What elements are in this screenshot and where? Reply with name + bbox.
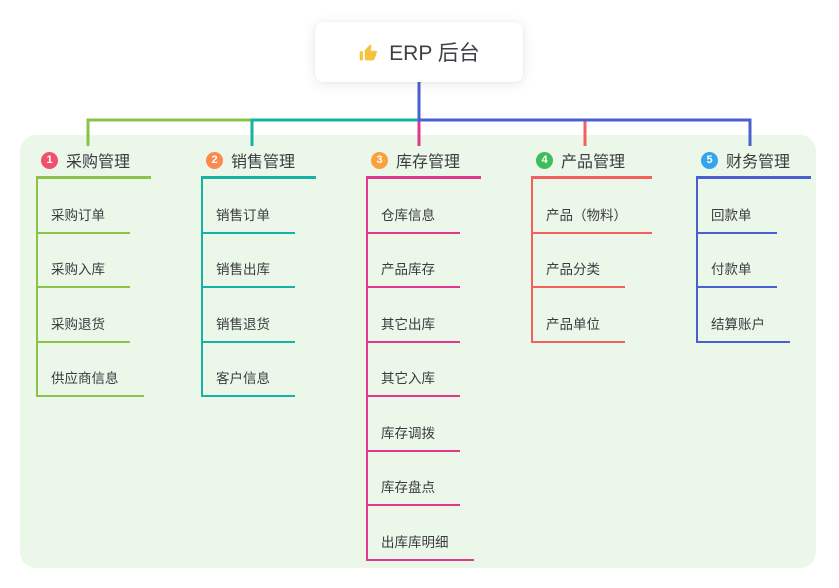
- branch-items: 产品（物料） 产品分类产品单位: [531, 179, 652, 343]
- mindmap-leaf-node: 采购入库: [38, 234, 151, 288]
- leaf-node-label[interactable]: 其它入库: [368, 367, 460, 397]
- mindmap-leaf-node: 回款单: [698, 179, 811, 234]
- leaf-node-label[interactable]: 库存调拨: [368, 422, 460, 452]
- branches-background-panel: [20, 135, 816, 568]
- mindmap-leaf-node: 采购退货: [38, 288, 151, 343]
- branch-title-node[interactable]: 2 销售管理: [201, 146, 316, 179]
- mindmap-leaf-node: 客户信息: [203, 343, 316, 397]
- branch-number-badge: 3: [371, 151, 388, 169]
- branch-title-label: 销售管理: [231, 154, 296, 171]
- leaf-node-label[interactable]: 采购入库: [38, 258, 130, 288]
- mindmap-leaf-node: 库存盘点: [368, 452, 481, 506]
- branch-number-badge: 4: [536, 151, 553, 169]
- leaf-node-label[interactable]: 库存盘点: [368, 476, 460, 506]
- mindmap-leaf-node: 付款单: [698, 234, 811, 288]
- leaf-node-label[interactable]: 产品分类: [533, 258, 625, 288]
- leaf-node-label[interactable]: 回款单: [698, 204, 777, 234]
- branch-销售管理: 2 销售管理销售订单销售出库销售退货客户信息: [201, 146, 316, 397]
- mindmap-leaf-node: 产品单位: [533, 288, 652, 343]
- mindmap-leaf-node: 出库库明细: [368, 506, 481, 561]
- branch-产品管理: 4 产品管理产品（物料） 产品分类产品单位: [531, 146, 652, 343]
- branch-items: 回款单付款单结算账户: [696, 179, 811, 343]
- branch-title-label: 财务管理: [726, 154, 791, 171]
- leaf-node-label[interactable]: 出库库明细: [368, 531, 474, 561]
- branch-title-label: 产品管理: [561, 154, 626, 171]
- leaf-node-label[interactable]: 销售出库: [203, 258, 295, 288]
- mindmap-leaf-node: 其它入库: [368, 343, 481, 397]
- mindmap-leaf-node: 供应商信息: [38, 343, 151, 397]
- branch-title-node[interactable]: 3 库存管理: [366, 146, 481, 179]
- branch-title-node[interactable]: 5 财务管理: [696, 146, 811, 179]
- mindmap-leaf-node: 结算账户: [698, 288, 811, 343]
- branch-items: 销售订单销售出库销售退货客户信息: [201, 179, 316, 397]
- branch-title-label: 库存管理: [396, 154, 461, 171]
- leaf-node-label[interactable]: 仓库信息: [368, 204, 460, 234]
- mindmap-leaf-node: 销售订单: [203, 179, 316, 234]
- leaf-node-label[interactable]: 客户信息: [203, 367, 295, 397]
- branch-库存管理: 3 库存管理仓库信息产品库存其它出库其它入库库存调拨库存盘点出库库明细: [366, 146, 481, 561]
- branch-财务管理: 5 财务管理回款单付款单结算账户: [696, 146, 811, 343]
- leaf-node-label[interactable]: 其它出库: [368, 313, 460, 343]
- mindmap-leaf-node: 其它出库: [368, 288, 481, 343]
- leaf-node-label[interactable]: 产品库存: [368, 258, 460, 288]
- leaf-node-label[interactable]: 付款单: [698, 258, 777, 288]
- branch-items: 仓库信息产品库存其它出库其它入库库存调拨库存盘点出库库明细: [366, 179, 481, 561]
- mindmap-leaf-node: 采购订单: [38, 179, 151, 234]
- branch-number-badge: 1: [41, 151, 58, 169]
- leaf-node-label[interactable]: 结算账户: [698, 313, 790, 343]
- branch-items: 采购订单采购入库采购退货供应商信息: [36, 179, 151, 397]
- leaf-node-label[interactable]: 销售退货: [203, 313, 295, 343]
- mindmap-leaf-node: 产品（物料）: [533, 179, 652, 234]
- leaf-node-label[interactable]: 产品单位: [533, 313, 625, 343]
- branch-采购管理: 1 采购管理采购订单采购入库采购退货供应商信息: [36, 146, 151, 397]
- thumbs-up-icon: [359, 43, 378, 60]
- leaf-node-label[interactable]: 销售订单: [203, 204, 295, 234]
- mindmap-leaf-node: 产品分类: [533, 234, 652, 288]
- leaf-node-label[interactable]: 产品（物料）: [533, 204, 652, 234]
- leaf-node-label[interactable]: 采购订单: [38, 204, 130, 234]
- mindmap-leaf-node: 销售退货: [203, 288, 316, 343]
- branch-title-label: 采购管理: [66, 154, 131, 171]
- branch-title-node[interactable]: 4 产品管理: [531, 146, 652, 179]
- leaf-node-label[interactable]: 采购退货: [38, 313, 130, 343]
- branch-title-node[interactable]: 1 采购管理: [36, 146, 151, 179]
- branch-number-badge: 2: [206, 151, 223, 169]
- leaf-node-label[interactable]: 供应商信息: [38, 367, 144, 397]
- mindmap-leaf-node: 销售出库: [203, 234, 316, 288]
- root-label: ERP 后台: [389, 42, 480, 65]
- root-node[interactable]: ERP 后台: [315, 22, 523, 82]
- branch-number-badge: 5: [701, 151, 718, 169]
- mindmap-leaf-node: 仓库信息: [368, 179, 481, 234]
- mindmap-leaf-node: 产品库存: [368, 234, 481, 288]
- mindmap-leaf-node: 库存调拨: [368, 397, 481, 452]
